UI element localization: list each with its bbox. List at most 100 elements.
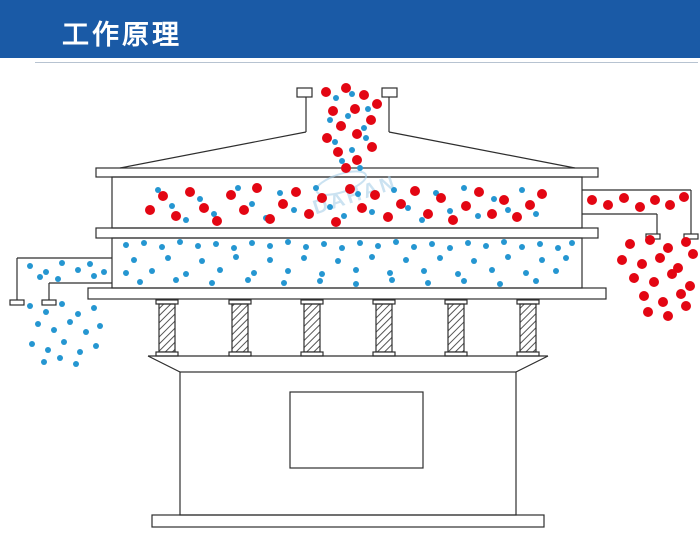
blue-particle (149, 268, 155, 274)
blue-particle (301, 255, 307, 261)
red-particle (350, 104, 360, 114)
watermark-swoosh (315, 170, 368, 196)
blue-particle (51, 327, 57, 333)
spring (516, 299, 540, 357)
blue-particle (319, 271, 325, 277)
blue-particle (27, 263, 33, 269)
left-chute-flange-left (9, 299, 25, 306)
blue-particle (369, 254, 375, 260)
blue-particle (209, 280, 215, 286)
blue-particle (553, 268, 559, 274)
blue-particle (369, 209, 375, 215)
blue-particle (199, 258, 205, 264)
red-particle (499, 195, 509, 205)
red-particle (423, 209, 433, 219)
spring (300, 299, 324, 357)
red-particle (512, 212, 522, 222)
blue-particle (361, 125, 367, 131)
red-particle (643, 307, 653, 317)
red-particle (383, 212, 393, 222)
red-particle (685, 281, 695, 291)
feed-inlet (296, 87, 398, 132)
blue-particle (35, 321, 41, 327)
red-particle (366, 115, 376, 125)
blue-particle (353, 281, 359, 287)
blue-particle (563, 255, 569, 261)
red-particle (649, 277, 659, 287)
blue-particle (332, 139, 338, 145)
red-particle (645, 235, 655, 245)
red-particle (617, 255, 627, 265)
red-particle (474, 187, 484, 197)
red-particle (655, 253, 665, 263)
red-particle (341, 83, 351, 93)
blue-particle (335, 258, 341, 264)
blue-particle (355, 191, 361, 197)
red-particles (145, 83, 698, 321)
red-particle (629, 273, 639, 283)
blue-particle (483, 243, 489, 249)
blue-particle (539, 257, 545, 263)
red-particle (461, 201, 471, 211)
blue-particle (123, 242, 129, 248)
blue-particle (403, 257, 409, 263)
blue-particle (101, 269, 107, 275)
blue-particle (213, 241, 219, 247)
blue-particle (447, 208, 453, 214)
blue-particle (339, 245, 345, 251)
blue-particle (471, 258, 477, 264)
blue-particle (533, 278, 539, 284)
blue-particle (87, 261, 93, 267)
blue-particle (291, 207, 297, 213)
red-particle (341, 163, 351, 173)
red-particle (252, 183, 262, 193)
blue-particle (249, 201, 255, 207)
red-particle (537, 189, 547, 199)
blue-particle (43, 309, 49, 315)
base-shoulder-left (147, 355, 181, 373)
red-particle (322, 133, 332, 143)
base-shoulder-right (515, 355, 549, 373)
red-particle (171, 211, 181, 221)
fine-outlet-left (9, 257, 112, 306)
red-particle (650, 195, 660, 205)
blue-particle (235, 185, 241, 191)
right-chute-flange-right (683, 233, 699, 240)
blue-particle (123, 270, 129, 276)
blue-particle (419, 217, 425, 223)
red-particle (688, 249, 698, 259)
red-particle (333, 147, 343, 157)
red-particle (679, 192, 689, 202)
spring (155, 299, 179, 357)
blue-particle (317, 278, 323, 284)
blue-particle (421, 268, 427, 274)
spring (372, 299, 396, 357)
blue-particle (231, 245, 237, 251)
red-particle (665, 200, 675, 210)
blue-particle (389, 277, 395, 283)
blue-particle (353, 267, 359, 273)
blue-particle (437, 255, 443, 261)
red-particle (291, 187, 301, 197)
blue-particle (393, 239, 399, 245)
red-particle (637, 259, 647, 269)
blue-particle (349, 91, 355, 97)
blue-particle (45, 347, 51, 353)
blue-particle (41, 359, 47, 365)
blue-particle (29, 341, 35, 347)
blue-particle (173, 277, 179, 283)
red-particle (226, 190, 236, 200)
blue-particle (533, 211, 539, 217)
blue-particle (285, 268, 291, 274)
blue-particle (365, 106, 371, 112)
spring (444, 299, 468, 357)
blue-particle (285, 239, 291, 245)
machine-diagram: DAHAN (0, 64, 700, 554)
blue-particle (75, 267, 81, 273)
blue-particle (183, 271, 189, 277)
blue-particle (195, 243, 201, 249)
blue-particle (37, 274, 43, 280)
screen-body (87, 167, 607, 300)
blue-particle (465, 240, 471, 246)
red-particle (352, 155, 362, 165)
